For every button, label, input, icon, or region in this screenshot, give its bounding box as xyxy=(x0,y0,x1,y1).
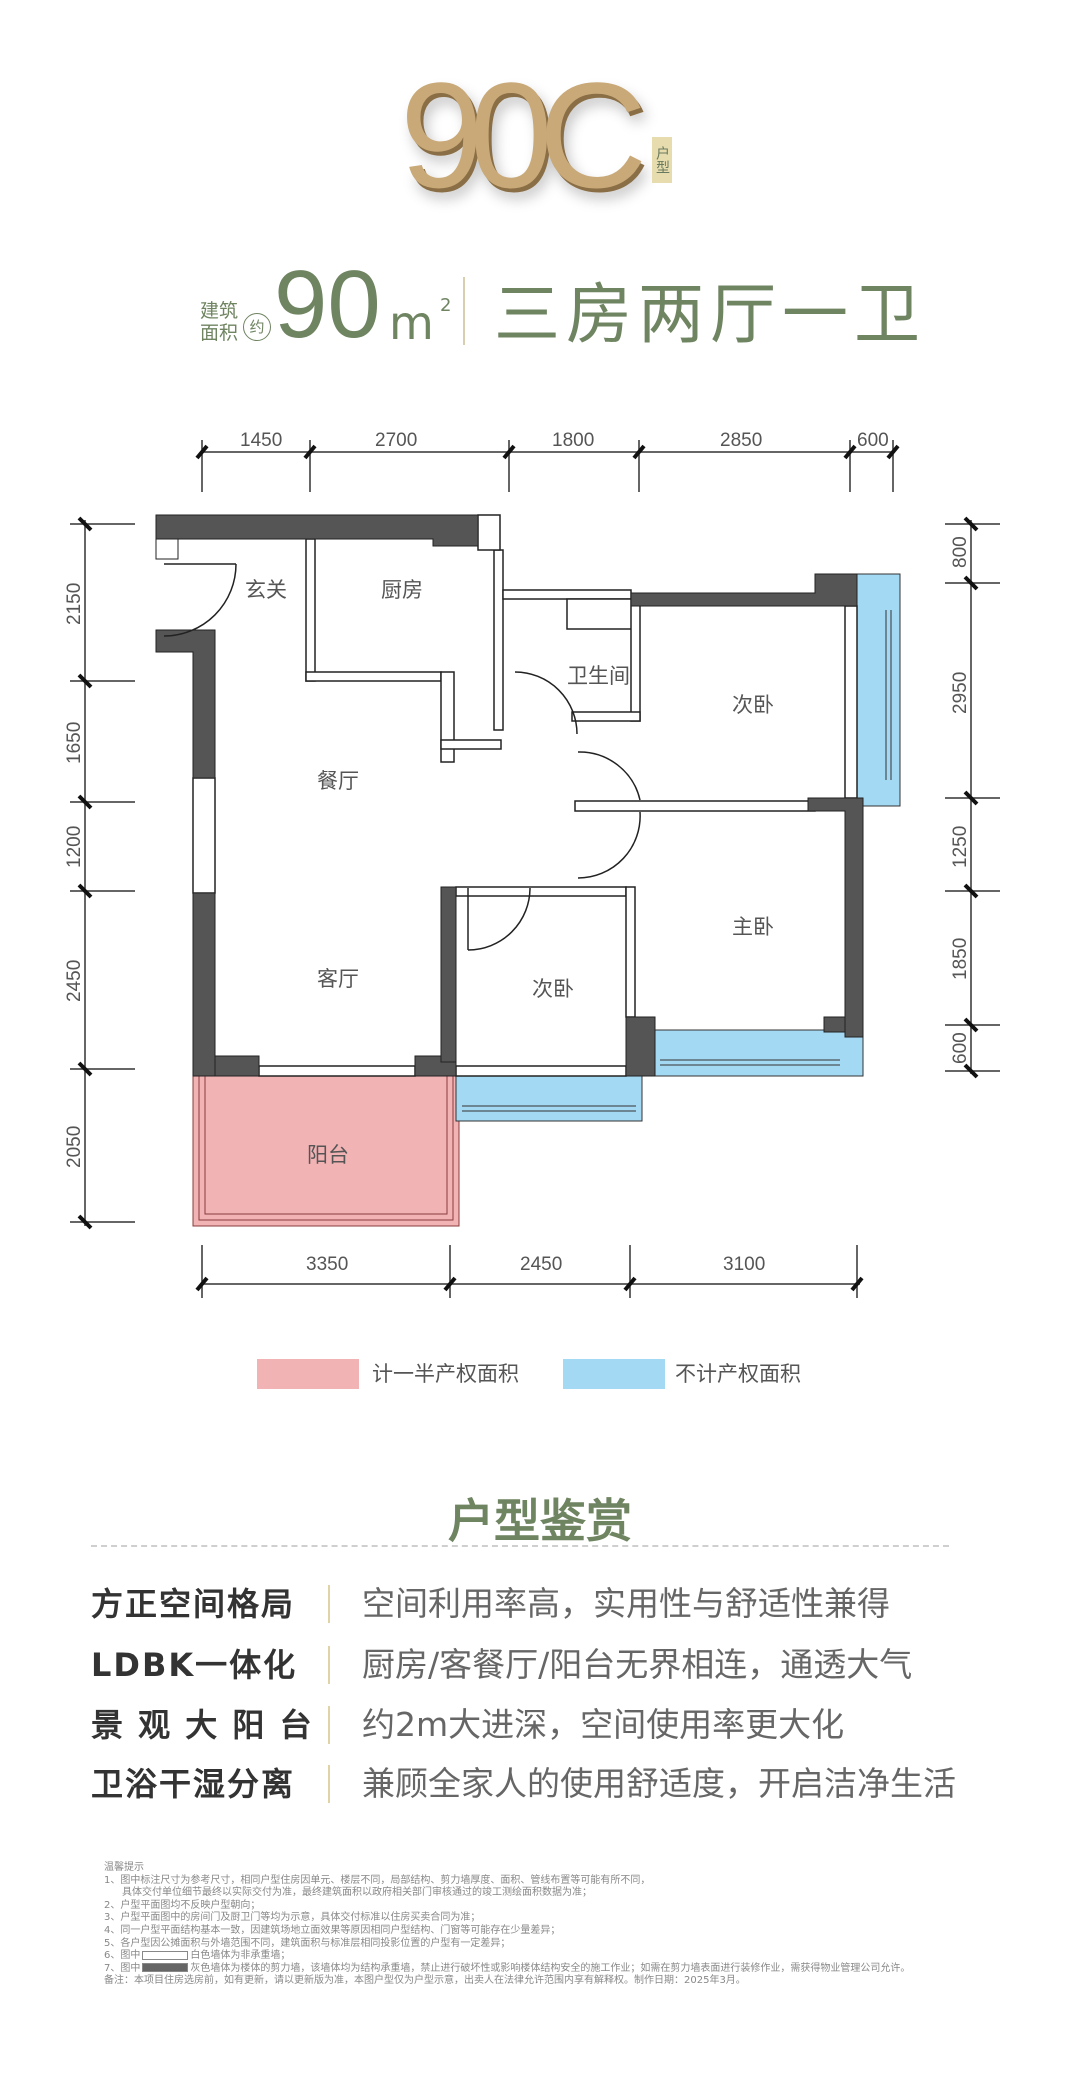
feature-row: 景 观 大 阳 台 约2m大进深，空间使用率更大化 xyxy=(91,1700,1071,1750)
area-value: 90 xyxy=(274,251,381,358)
dim-top-4: 2850 xyxy=(720,430,762,451)
area-unit-superscript: 2 xyxy=(440,295,452,316)
feature-label: 景 观 大 阳 台 xyxy=(91,1706,314,1744)
shear-walls xyxy=(155,514,864,1077)
room-balcony: 阳台 xyxy=(307,1143,349,1167)
note-text: 灰色墙体为楼体的剪力墙，该墙体均为结构承重墙，禁止进行破坏性或影响楼体结构安全的… xyxy=(190,1962,911,1974)
room-kitchen: 厨房 xyxy=(381,578,423,602)
feature-row: LDBK一体化 厨房/客餐厅/阳台无界相连，通透大气 xyxy=(91,1640,1071,1690)
disclaimer-notes: 温馨提示 1、图中标注尺寸为参考尺寸，相同户型住房因单元、楼层不同，局部结构、剪… xyxy=(104,1862,910,1988)
room-second-bedroom-a: 次卧 xyxy=(732,693,774,717)
feature-label: 方正空间格局 xyxy=(91,1585,296,1623)
legend-swatch-half-area xyxy=(257,1359,359,1389)
room-dining: 餐厅 xyxy=(317,769,359,793)
dim-bottom-1: 3350 xyxy=(306,1254,348,1275)
dim-top-3: 1800 xyxy=(552,430,594,451)
area-label: 建筑面积 xyxy=(200,300,239,344)
note-line: 6、图中 白色墙体为非承重墙； xyxy=(104,1950,910,1963)
legend-swatch-excluded-area xyxy=(563,1359,665,1389)
feature-divider xyxy=(328,1706,330,1744)
note-remark: 备注：本项目住房选房前，如有更新，请以更新版为准，本图户型仅为户型示意，出卖人在… xyxy=(104,1975,746,1987)
dim-left-2: 1650 xyxy=(64,722,85,764)
room-master-bedroom: 主卧 xyxy=(732,915,774,939)
note-line: 4、同一户型平面结构基本一致，因建筑场地立面效果等原因相同户型结构、门窗等可能存… xyxy=(104,1924,561,1936)
dim-bottom-2: 2450 xyxy=(520,1254,562,1275)
feature-desc: 兼顾全家人的使用舒适度，开启洁净生活 xyxy=(362,1764,956,1803)
dim-right-2: 2950 xyxy=(950,672,971,714)
room-labels: 玄关 厨房 卫生间 次卧 餐厅 主卧 客厅 次卧 阳台 xyxy=(245,578,774,1167)
grey-wall-sample xyxy=(142,1963,189,1973)
excluded-areas xyxy=(455,573,901,1122)
note-line: 1、图中标注尺寸为参考尺寸，相同户型住房因单元、楼层不同，局部结构、剪力墙厚度、… xyxy=(104,1874,651,1886)
white-wall-sample xyxy=(142,1950,189,1960)
legend-label-excluded-area: 不计产权面积 xyxy=(675,1362,801,1386)
feature-desc: 厨房/客餐厅/阳台无界相连，通透大气 xyxy=(362,1645,913,1684)
door-swings xyxy=(163,563,641,951)
dim-top-1: 1450 xyxy=(240,430,282,451)
note-line: 3、户型平面图中的房间门及厨卫门等均为示意，具体交付标准以住房买卖合同为准； xyxy=(104,1912,481,1924)
room-second-bedroom-b: 次卧 xyxy=(532,977,574,1001)
note-text: 7、图中 xyxy=(104,1962,141,1974)
feature-divider xyxy=(328,1765,330,1803)
feature-divider xyxy=(328,1585,330,1623)
dim-top-2: 2700 xyxy=(375,430,417,451)
appreciation-title: 户型鉴赏 xyxy=(448,1494,632,1548)
feature-desc: 约2m大进深，空间使用率更大化 xyxy=(362,1705,845,1744)
dimension-labels: 1450 2700 1800 2850 600 2150 1650 1200 2… xyxy=(64,430,971,1275)
notes-title: 温馨提示 xyxy=(104,1862,144,1873)
feature-row: 方正空间格局 空间利用率高，实用性与舒适性兼得 xyxy=(91,1579,1071,1629)
room-bathroom: 卫生间 xyxy=(567,664,630,688)
room-living: 客厅 xyxy=(317,967,359,991)
model-code-logo: 90C xyxy=(400,51,647,219)
partition-walls xyxy=(192,514,858,1077)
dimension-ticks xyxy=(77,444,979,1292)
legend-label-half-area: 计一半产权面积 xyxy=(372,1362,519,1386)
floor-plan: 1450 2700 1800 2850 600 2150 1650 1200 2… xyxy=(64,430,1000,1298)
balcony-area xyxy=(192,1075,460,1227)
feature-desc: 空间利用率高，实用性与舒适性兼得 xyxy=(362,1584,890,1623)
feature-row: 卫浴干湿分离 兼顾全家人的使用舒适度，开启洁净生活 xyxy=(91,1759,1071,1809)
dim-bottom-3: 3100 xyxy=(723,1254,765,1275)
dim-right-4: 1850 xyxy=(950,938,971,980)
dim-right-3: 1250 xyxy=(950,826,971,868)
room-entrance: 玄关 xyxy=(245,578,287,602)
note-text: 6、图中 xyxy=(104,1950,141,1962)
dim-top-5: 600 xyxy=(857,430,889,451)
dim-left-4: 2450 xyxy=(64,960,85,1002)
dim-left-1: 2150 xyxy=(64,583,85,625)
dim-left-5: 2050 xyxy=(64,1126,85,1168)
note-line: 7、图中 灰色墙体为楼体的剪力墙，该墙体均为结构承重墙，禁止进行破坏性或影响楼体结… xyxy=(104,1963,910,1976)
note-text: 白色墙体为非承重墙； xyxy=(190,1950,291,1962)
note-line: 2、户型平面图均不反映户型朝向； xyxy=(104,1899,261,1911)
dim-right-5: 600 xyxy=(950,1032,971,1064)
note-line: 5、各户型因公摊面积与外墙范围不同，建筑面积与标准层相同投影位置的户型有一定差异… xyxy=(104,1937,511,1949)
layout-type: 三房两厅一卫 xyxy=(494,276,926,353)
dim-right-1: 800 xyxy=(950,536,971,568)
header-divider xyxy=(463,277,465,345)
note-line: 具体交付单位细节最终以实际交付为准，最终建筑面积以政府相关部门审核通过的竣工测绘… xyxy=(122,1887,592,1899)
dim-left-3: 1200 xyxy=(64,826,85,868)
feature-label: LDBK一体化 xyxy=(91,1646,298,1684)
area-approx-badge: 约 xyxy=(243,313,271,341)
model-tag: 户型 xyxy=(652,137,672,183)
feature-divider xyxy=(328,1646,330,1684)
area-unit: m xyxy=(389,296,434,350)
section-divider xyxy=(91,1545,949,1547)
feature-label: 卫浴干湿分离 xyxy=(91,1765,296,1803)
